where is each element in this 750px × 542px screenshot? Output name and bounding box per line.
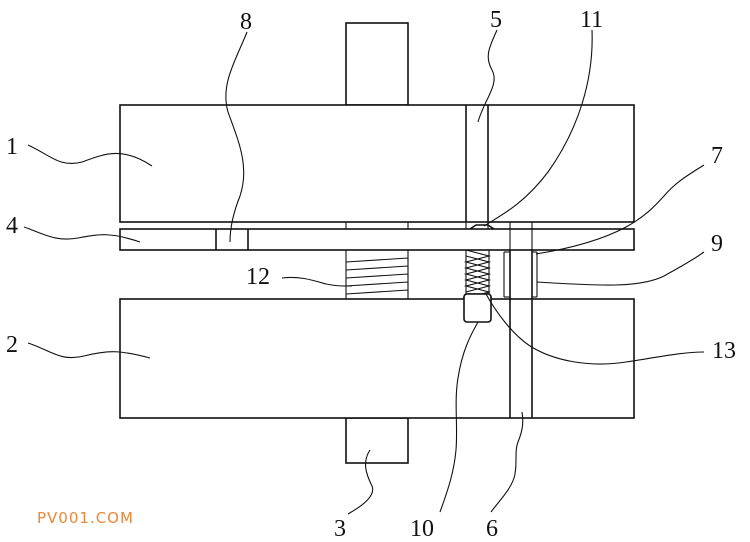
- plate-bump: [469, 224, 495, 230]
- spring-seat-front: [463, 293, 492, 323]
- lower-block: [119, 298, 635, 419]
- label-10: 10: [410, 516, 434, 542]
- label-5: 5: [490, 7, 502, 33]
- label-7: 7: [711, 143, 723, 169]
- label-3: 3: [334, 516, 346, 542]
- label-8: 8: [240, 9, 252, 35]
- label-4: 4: [6, 213, 18, 239]
- label-13: 13: [712, 338, 736, 364]
- bottom-shaft: [345, 417, 409, 464]
- top-shaft: [345, 22, 409, 106]
- label-11: 11: [580, 7, 603, 33]
- label-6: 6: [486, 516, 498, 542]
- label-1: 1: [6, 134, 18, 160]
- sleeve-9: [503, 251, 538, 298]
- spring-10: [463, 249, 492, 299]
- upper-block: [119, 104, 635, 223]
- leader-lines: [23, 29, 705, 515]
- label-9: 9: [711, 231, 723, 257]
- middle-plate: [119, 228, 635, 251]
- spring-12: [345, 257, 409, 295]
- label-2: 2: [6, 332, 18, 358]
- label-12: 12: [246, 264, 270, 290]
- watermark-text: PV001.COM: [37, 509, 134, 527]
